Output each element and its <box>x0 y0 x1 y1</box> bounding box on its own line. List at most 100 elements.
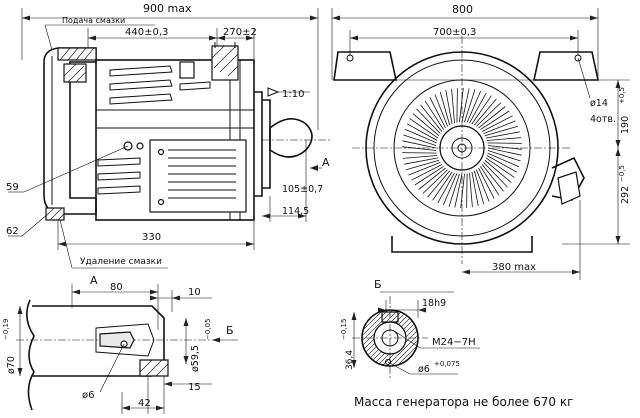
fan-blade-line <box>486 155 518 173</box>
fan-blade-line <box>408 162 441 176</box>
fan-blade-line <box>459 87 464 123</box>
fan-blade-line <box>485 131 520 139</box>
fan-blade-line <box>473 170 485 205</box>
fan-blade-line <box>445 90 453 125</box>
fan-blade-line <box>464 89 476 123</box>
dim-18h9-label: 18h9 <box>422 298 446 309</box>
dim-d14-label: ø14 <box>590 98 608 109</box>
dim-330-label: 330 <box>142 232 161 243</box>
fan-blade-line <box>487 150 521 162</box>
dim-900-label: 900 max <box>143 2 192 15</box>
dim-d59-label: ø59,5 <box>190 345 201 372</box>
fan-blade-line <box>471 171 479 206</box>
fan-blade-line <box>411 164 443 181</box>
fan-blade-line <box>404 128 437 144</box>
dim-440-label: 440±0,3 <box>125 27 168 38</box>
fan-blade-line <box>424 100 444 130</box>
grease-supply-label: Подача смазки <box>62 16 125 25</box>
dim-36-tol-label: −0,15 <box>340 319 348 340</box>
front-view: 800 700±0,3 ø14 4отв. <box>331 3 631 280</box>
fan-blade-line <box>429 97 446 129</box>
section-hatch-line <box>396 310 418 366</box>
fan-blade-line <box>487 152 520 168</box>
fan-blade-line <box>409 118 439 139</box>
arrow-b-label: Б <box>226 324 234 337</box>
dim-700-label: 700±0,3 <box>433 27 476 38</box>
ref-62-label: 62 <box>6 226 19 237</box>
section-hatch-line <box>362 310 394 366</box>
dim-42-label: 42 <box>138 398 151 409</box>
holes-4-label: 4отв. <box>590 114 616 125</box>
fan-blade-line <box>471 95 492 125</box>
fan-blades <box>401 87 523 209</box>
fan-blade-line <box>402 152 437 154</box>
fan-blade-line <box>481 164 504 192</box>
dim-380-label: 380 max <box>492 262 536 273</box>
fan-blade-line <box>466 173 468 208</box>
fan-blade-line <box>456 88 458 123</box>
fan-blade-line <box>432 171 453 201</box>
fan-blade-line <box>487 147 522 156</box>
dim-270-label: 270±2 <box>223 27 257 38</box>
dim-800-label: 800 <box>452 3 473 16</box>
side-view: 900 max Подача смазки 440±0,3 270±2 <box>6 2 330 269</box>
section-hatch-line <box>391 310 418 366</box>
fan-blade-line <box>481 115 513 132</box>
fan-blade-line <box>484 125 519 137</box>
fan-blade-line <box>466 90 482 123</box>
fan-blade-line <box>480 166 500 196</box>
dim-d70-label: ø70 <box>6 356 17 374</box>
fan-blade-line <box>403 134 437 146</box>
fan-blade-line <box>418 167 446 190</box>
fan-blade-line <box>439 91 451 126</box>
dim-36-label: 36,4 <box>345 350 355 370</box>
fan-blade-line <box>427 170 451 198</box>
thread-label: M24−7H <box>432 337 476 348</box>
fan-blade-line <box>406 123 438 141</box>
fan-blade-line <box>478 106 506 129</box>
fan-blade-line <box>483 120 516 134</box>
fan-blade-line <box>469 172 473 208</box>
section-hatch-line <box>362 310 384 366</box>
mass-note: Масса генератора не более 670 кг <box>354 395 573 409</box>
fan-blade-line <box>414 166 444 186</box>
dim-d6-tol-sup: +0,075 <box>434 360 460 368</box>
fan-blade-line <box>442 173 458 206</box>
dim-d6-label: ø6 <box>82 390 94 401</box>
fan-blade-line <box>402 155 438 159</box>
dim-15-label: 15 <box>188 382 201 393</box>
view-a-title: А <box>90 274 98 287</box>
dim-292-tol-label: −0,5 <box>618 165 626 182</box>
section-hatch-line <box>362 310 389 366</box>
fan-blade-line <box>412 113 440 137</box>
fan-blade-line <box>485 157 515 178</box>
dim-190-tol-label: +0,5 <box>618 87 626 104</box>
fan-blade-line <box>420 104 443 132</box>
dim-105-label: 105±0,7 <box>282 184 323 195</box>
fan-blade-line <box>434 94 448 127</box>
dim-114-label: 114,5 <box>282 206 309 217</box>
dim-80-label: 80 <box>110 282 123 293</box>
fan-blade-line <box>454 173 463 208</box>
dim-d70-tol-label: −0,19 <box>2 319 10 340</box>
fan-blade-line <box>416 108 441 134</box>
dim-190-label: 190 <box>620 116 631 134</box>
grease-removal-label: Удаление смазки <box>80 257 162 267</box>
fan-blade-line <box>480 110 510 130</box>
taper-label: 1:10 <box>282 89 304 100</box>
fan-blade-line <box>461 88 470 123</box>
fan-blade-line <box>486 137 522 141</box>
ref-59-label: 59 <box>6 182 19 193</box>
fan-blade-line <box>448 173 460 207</box>
fan-blade-line <box>402 140 437 149</box>
view-a-marker: А <box>322 156 330 169</box>
fan-blade-line <box>487 145 523 150</box>
fan-blade-line <box>483 162 508 188</box>
fan-blade-line <box>487 142 522 144</box>
fan-blade-line <box>404 157 439 165</box>
dim-292-label: 292 <box>620 186 631 204</box>
dim-d59-tol-label: −0,05 <box>204 319 212 340</box>
fan-blade-line <box>405 159 440 171</box>
fan-blade-line <box>437 172 455 204</box>
